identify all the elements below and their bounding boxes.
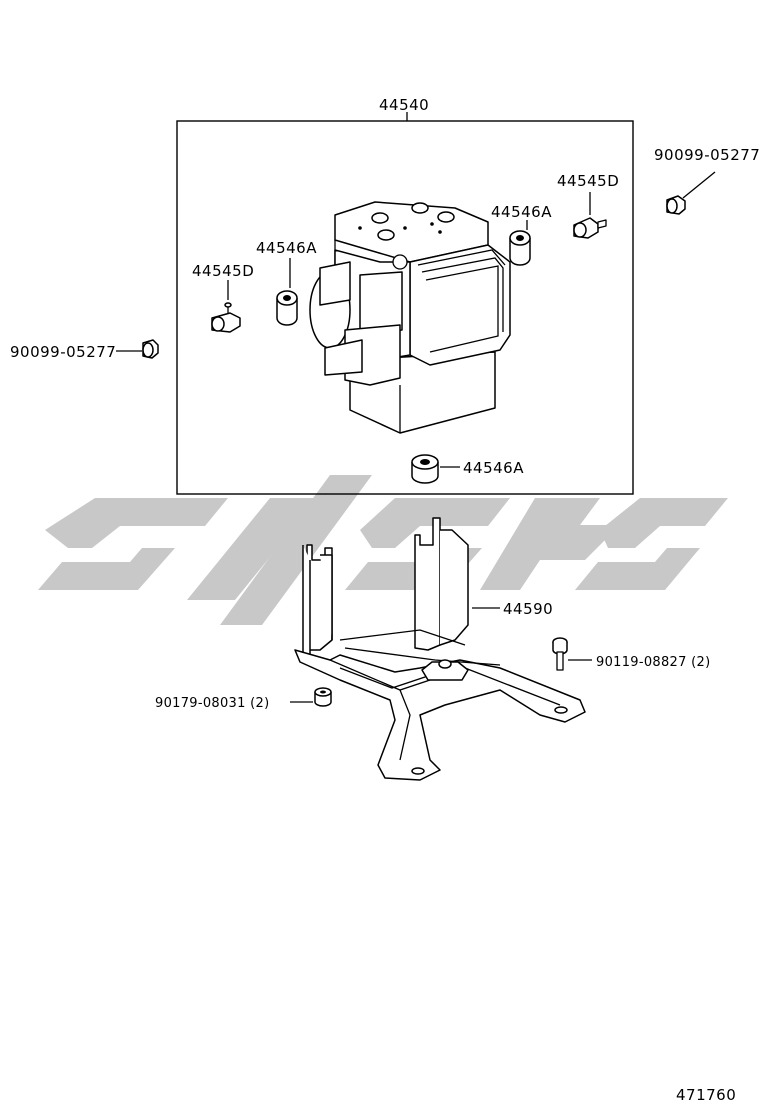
label-bolt-right: 90099-05277 xyxy=(654,146,760,164)
label-cushion-bottom: 44546A xyxy=(463,459,524,477)
stud-right xyxy=(573,217,607,239)
bracket xyxy=(294,517,586,781)
label-44540: 44540 xyxy=(379,96,429,114)
label-bracket-nut: 90179-08031 (2) xyxy=(155,696,269,711)
figure-number: 471760 xyxy=(676,1086,736,1104)
cushion-bottom xyxy=(411,454,439,484)
label-bracket-bolt: 90119-08827 (2) xyxy=(596,655,710,670)
bolt-left xyxy=(142,339,159,359)
label-bolt-left: 90099-05277 xyxy=(10,343,116,361)
cushion-left xyxy=(276,290,298,326)
watermark-logo xyxy=(38,475,728,625)
label-stud-right: 44545D xyxy=(557,172,619,190)
bracket-bolt xyxy=(552,637,568,671)
abs-actuator xyxy=(309,201,511,434)
cushion-right xyxy=(509,230,531,266)
stud-left xyxy=(211,302,241,333)
label-cushion-left: 44546A xyxy=(256,239,317,257)
assembly-frame xyxy=(176,120,634,495)
label-cushion-right: 44546A xyxy=(491,203,552,221)
label-stud-left: 44545D xyxy=(192,262,254,280)
bolt-right xyxy=(666,195,686,215)
label-bracket: 44590 xyxy=(503,600,553,618)
bracket-nut xyxy=(314,687,332,707)
